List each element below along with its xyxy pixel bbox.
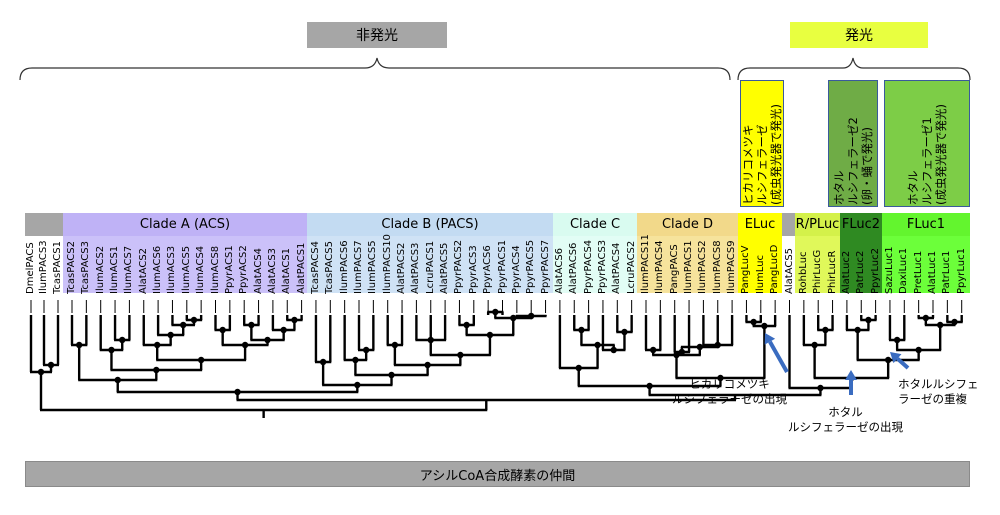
clade-0: Clade A (ACS) xyxy=(63,213,307,293)
clade-label: R/PLuc xyxy=(795,213,840,236)
note-line: ルシフェラーゼの出現 xyxy=(672,392,787,406)
clade-1: Clade B (PACS) xyxy=(307,213,553,293)
luminous-brace xyxy=(737,57,971,81)
clade-5: R/PLuc xyxy=(795,213,840,293)
clade-label: Clade C xyxy=(553,213,637,236)
luminous-label: 発光 xyxy=(790,22,928,48)
clade-7: FLuc1 xyxy=(882,213,970,293)
clade-label: Clade B (PACS) xyxy=(307,213,553,236)
fluc-origin-note: ホタルルシフェラーゼの出現 xyxy=(788,405,903,435)
clade-6: FLuc2 xyxy=(840,213,882,293)
note-line: ヒカリコメツキ xyxy=(689,377,770,391)
clade-label: ELuc xyxy=(738,213,782,236)
fluc2-description-box: ホタルルシフェラーゼ2(卵・蛹で発光) xyxy=(828,80,878,207)
fluc-origin-arrow-icon xyxy=(845,370,857,395)
note-line: ラーゼの重複 xyxy=(898,392,967,406)
clade-label: Clade D xyxy=(637,213,738,236)
note-line: ホタルルシフェ xyxy=(898,377,979,391)
clade-label: Clade A (ACS) xyxy=(63,213,307,236)
fluc1-description-box: ホタルルシフェラーゼ1(成虫発光器で発光) xyxy=(884,80,970,207)
non-luminous-label: 非発光 xyxy=(307,22,447,48)
note-line: ホタル xyxy=(828,405,863,419)
acyl-coa-family-label: アシルCoA合成酵素の仲間 xyxy=(25,461,970,487)
clade-2: Clade C xyxy=(553,213,637,293)
clade-label: FLuc2 xyxy=(840,213,882,236)
eluc-description-box: ヒカリコメツキルシフェラーゼ(成虫発光器で発光) xyxy=(740,80,784,207)
fluc-duplication-note: ホタルルシフェラーゼの重複 xyxy=(898,377,979,407)
clade-label: FLuc1 xyxy=(882,213,970,236)
non-luminous-brace xyxy=(19,57,731,81)
eluc-origin-note: ヒカリコメツキルシフェラーゼの出現 xyxy=(672,377,787,407)
note-line: ルシフェラーゼの出現 xyxy=(788,420,903,434)
clade-4: ELuc xyxy=(738,213,782,293)
clade-3: Clade D xyxy=(637,213,738,293)
eluc-origin-arrow-icon xyxy=(764,333,789,373)
fluc-duplication-arrow-icon xyxy=(890,352,910,370)
